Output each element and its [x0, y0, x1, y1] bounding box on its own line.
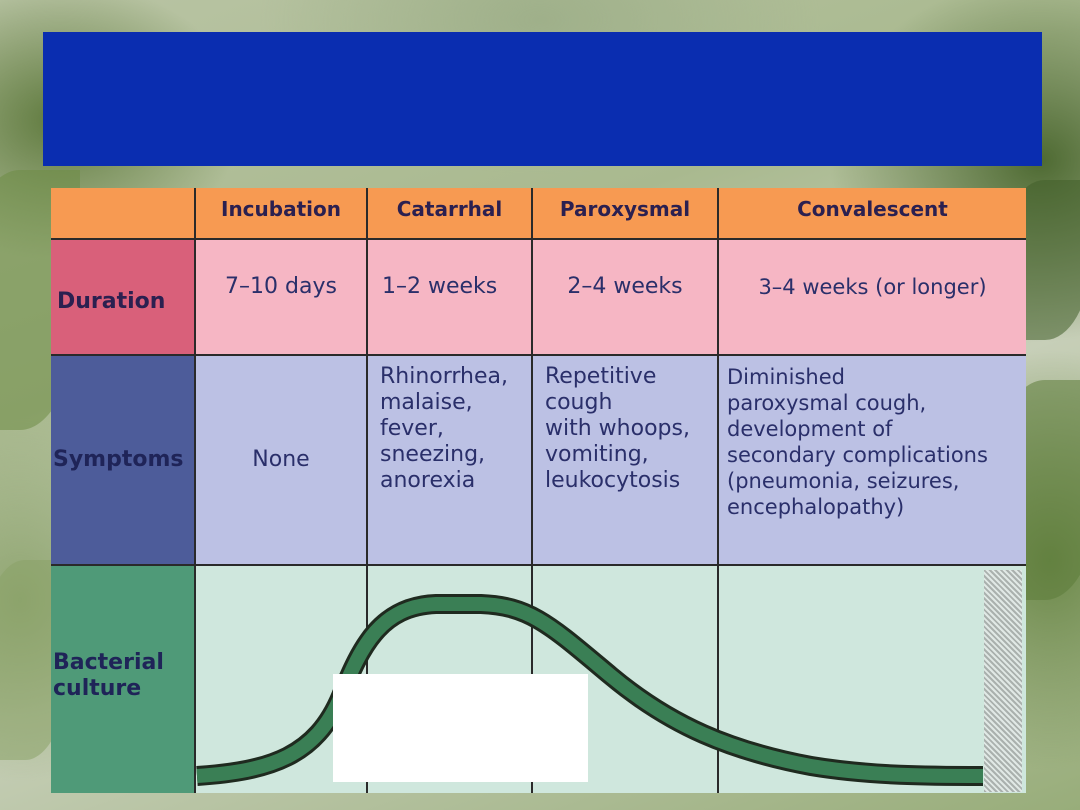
header-paroxysmal: Paroxysmal: [533, 188, 719, 238]
header-convalescent: Convalescent: [797, 197, 948, 221]
row-label-bacterial-culture: Bacterial culture: [51, 566, 196, 793]
row-label-duration: Duration: [51, 240, 196, 354]
scan-noise-strip: [984, 570, 1022, 792]
header-incubation: Incubation: [196, 188, 368, 238]
duration-catarrhal: 1–2 weeks: [368, 240, 533, 354]
symptoms-catarrhal: Rhinorrhea, malaise, fever, sneezing, an…: [368, 356, 533, 564]
header-catarrhal: Catarrhal: [368, 188, 533, 238]
duration-convalescent: 3–4 weeks (or longer): [758, 275, 987, 299]
symptoms-paroxysmal: Repetitive cough with whoops, vomiting, …: [533, 356, 719, 564]
duration-paroxysmal: 2–4 weeks: [533, 240, 719, 354]
blank-overlay-box: [333, 674, 588, 782]
row-label-symptoms: Symptoms: [51, 356, 196, 564]
slide-title-bar: [43, 32, 1042, 166]
header-row: Incubation Catarrhal Paroxysmal Convales…: [51, 188, 1026, 238]
symptoms-incubation: None: [196, 356, 368, 564]
culture-paroxysmal: [533, 566, 719, 793]
symptoms-row: Symptoms None Rhinorrhea, malaise, fever…: [51, 356, 1026, 564]
symptoms-convalescent: Diminished paroxysmal cough, development…: [727, 365, 988, 519]
bacterial-culture-curve: [196, 594, 984, 786]
duration-row: Duration 7–10 days 1–2 weeks 2–4 weeks 3…: [51, 240, 1026, 354]
duration-incubation: 7–10 days: [196, 240, 368, 354]
header-corner: [51, 188, 196, 238]
